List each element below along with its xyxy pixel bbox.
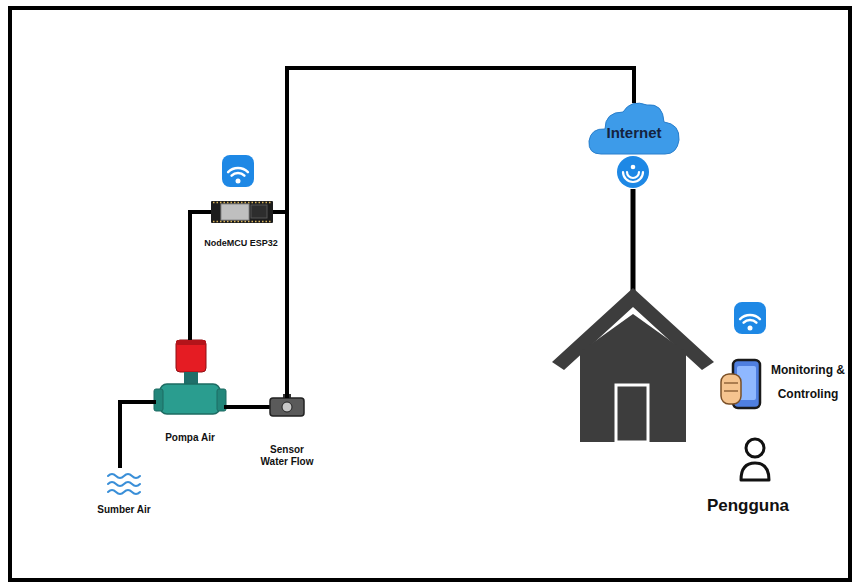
sensor-label-box: Sensor Water Flow [251,396,323,468]
node-label: Pengguna [707,496,789,516]
wire-stub [250,405,271,409]
wire-connector [120,402,154,466]
pump-motor [176,340,206,372]
wifi-arcs [228,168,248,176]
wifi-icon [734,302,766,334]
wifi-badge [734,302,766,334]
cloud-outline [589,103,679,154]
user-label-box: Pengguna [693,432,803,516]
board-antenna [251,205,267,218]
node-label: Sumber Air [97,504,151,516]
wifi-dot [236,179,241,184]
board-pins [213,221,271,223]
node-label: Pompa Air [165,432,215,444]
person-head [746,439,764,457]
hand [721,374,741,404]
flow-sensor-icon [250,394,304,416]
pump-label-box: Pompa Air [154,338,226,444]
wifi-icon [222,155,254,187]
house-door [616,385,648,442]
board-pins [213,202,271,204]
phone-icon [721,360,760,408]
board-pcb [211,201,273,223]
wifi-icon [617,156,649,188]
cloud-node: Internet [587,97,681,157]
sensor-body [270,398,304,416]
house-body [580,314,686,442]
finger-line [724,382,738,383]
pump-neck [184,372,198,384]
wifi-dot [748,326,753,331]
source-label-box: Sumber Air [88,466,160,516]
water-icon [108,474,140,494]
house-icon [552,288,714,442]
water-wave [108,490,140,494]
controller-label-box: NodeMCU ESP32 [200,199,282,249]
wifi-badge [222,155,254,187]
water-wave [108,482,140,486]
pump-icon [154,340,226,414]
pump-body [160,384,220,414]
board-shield [221,204,249,220]
person-body [741,463,769,480]
wire-connector [282,212,287,396]
wifi-arcs [623,172,643,182]
esp32-board [198,201,285,223]
monitoring-label: Monitoring & Controling [769,358,847,430]
finger-line [724,390,738,391]
wire-connector [226,405,251,409]
sensor-rotor [282,402,292,412]
wifi-dot [631,165,636,170]
cloud-label: Internet [606,124,661,142]
wire-connector [282,68,634,212]
node-label: NodeMCU ESP32 [204,238,278,249]
water-wave [108,474,140,478]
node-label: Monitoring & Controling [771,358,845,406]
wifi-arcs [740,315,760,323]
person-icon [741,439,769,480]
node-label: Sensor Water Flow [257,444,317,468]
frame-border [10,8,850,580]
pump-motor-cap [176,340,206,345]
wire-connector [190,212,200,338]
network-wire [631,189,636,292]
wifi-badge [617,156,649,188]
